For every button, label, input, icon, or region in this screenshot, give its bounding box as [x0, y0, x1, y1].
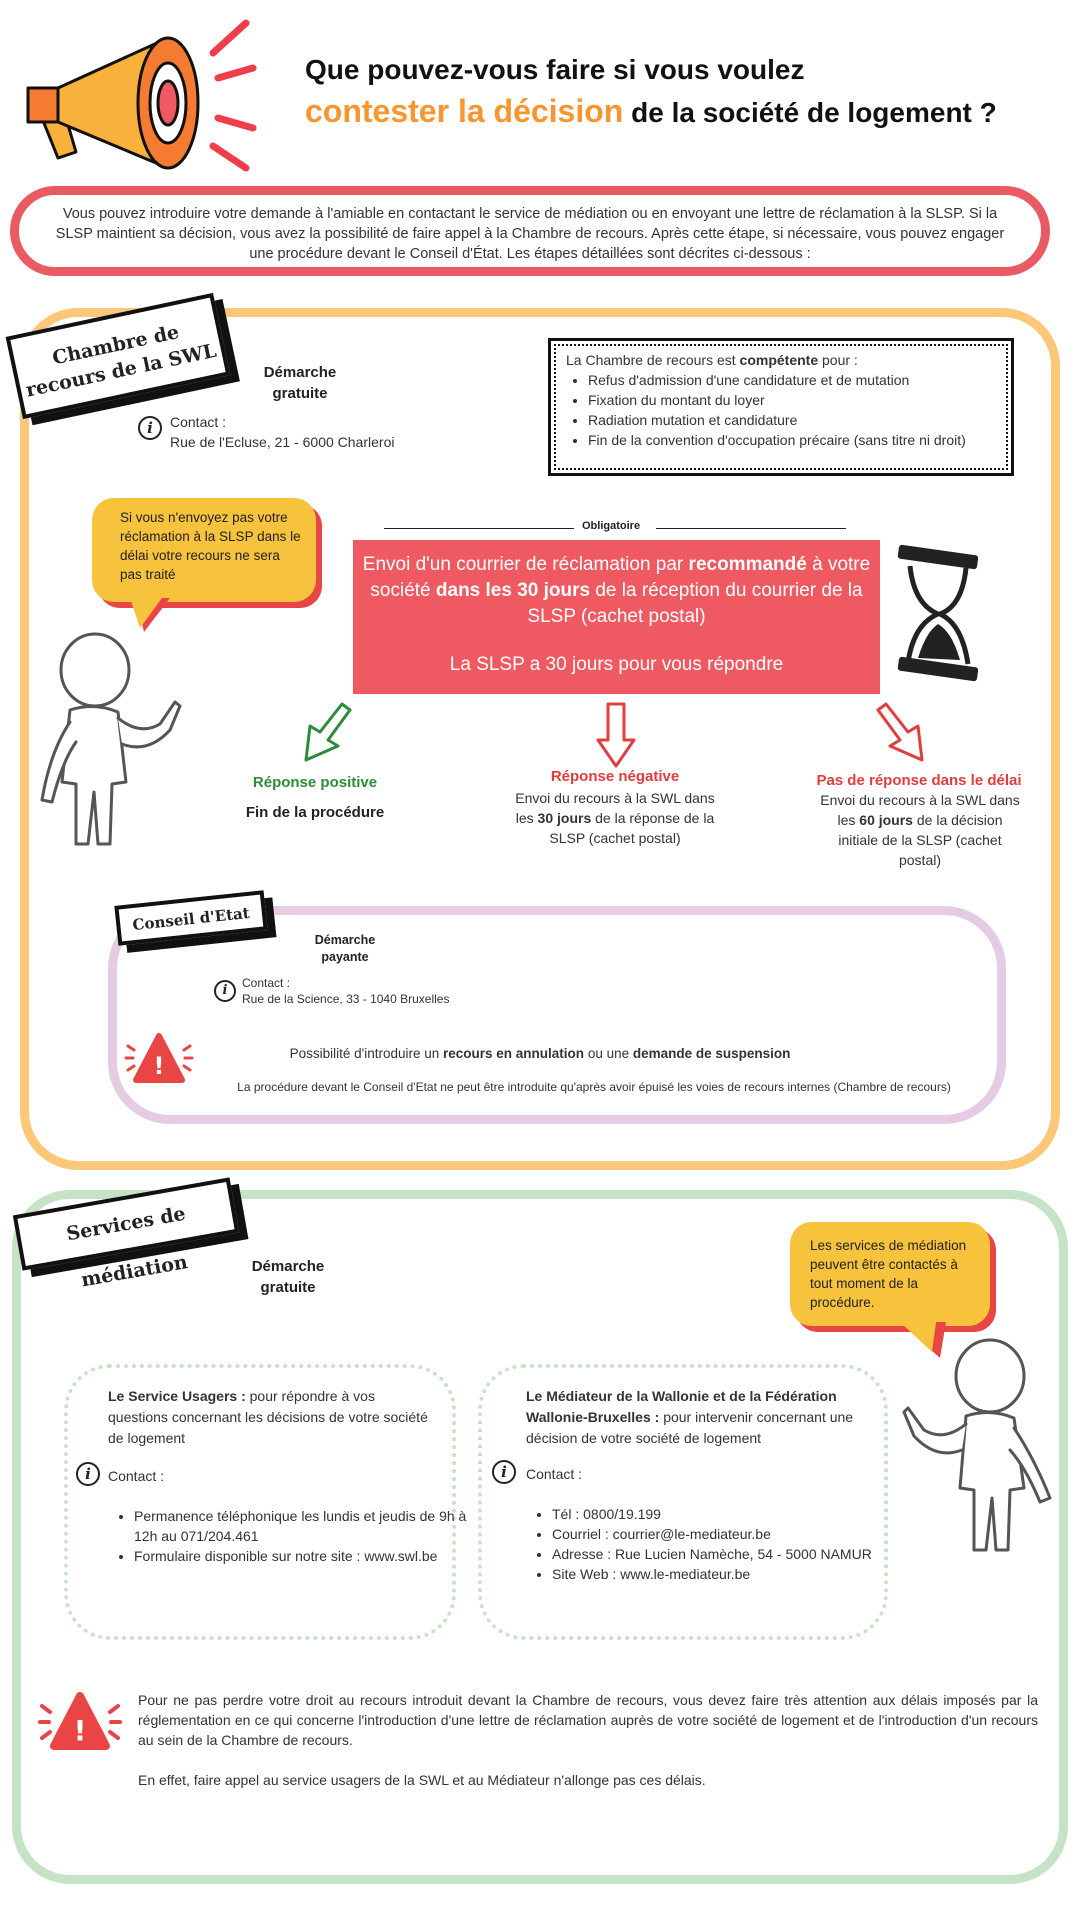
negative-b: 30 jours: [537, 810, 592, 826]
list-item: Courriel : courrier@le-mediateur.be: [552, 1524, 892, 1544]
mediateur-bold: Le Médiateur de la Wallonie et de la Féd…: [526, 1388, 837, 1425]
mediateur-card: [478, 1364, 888, 1640]
mediateur-contact-label: Contact :: [526, 1466, 583, 1482]
list-item: Formulaire disponible sur notre site : w…: [134, 1546, 474, 1566]
conseil-contact-address: Rue de la Science, 33 - 1040 Bruxelles: [242, 992, 450, 1006]
person-illustration: [40, 632, 182, 846]
info-icon: i: [214, 980, 236, 1002]
slsp-30-text: La SLSP a 30 jours pour vous répondre: [449, 654, 784, 675]
bubble-text: Si vous n'envoyez pas votre réclamation …: [120, 510, 301, 582]
arrow-down-left-icon: [304, 702, 352, 762]
noreply-b: 60 jours: [859, 812, 913, 828]
possibility-d: demande de suspension: [632, 1046, 791, 1061]
delay-warning: Pour ne pas perdre votre droit au recour…: [138, 1690, 1038, 1790]
usagers-bold: Le Service Usagers :: [108, 1388, 246, 1404]
person-illustration: [902, 1338, 1052, 1552]
mediation-bubble: Les services de médiation peuvent être c…: [790, 1222, 990, 1326]
negative-c: de la réponse de la SLSP (cachet postal): [549, 810, 715, 846]
envoi-box: Envoi d'un courrier de réclamation par r…: [353, 540, 880, 694]
usagers-heading: Le Service Usagers : pour répondre à vos…: [108, 1386, 428, 1449]
conseil-possibility: Possibilité d'introduire un recours en a…: [240, 1046, 840, 1061]
conseil-demarche: Démarche payante: [314, 933, 376, 964]
chambre-demarche: Démarche gratuite: [263, 364, 337, 402]
divider: [384, 528, 574, 529]
envoi-a: Envoi d'un courrier de réclamation par: [362, 554, 684, 575]
envoi-b: recommandé: [688, 554, 807, 575]
negative-text: Envoi du recours à la SWL dans les 30 jo…: [510, 788, 720, 848]
service-usagers-card: [64, 1364, 456, 1640]
competence-item: Refus d'admission d'une candidature et d…: [588, 370, 996, 390]
positive-title: Réponse positive: [252, 774, 378, 791]
warning-icon: !: [38, 1692, 122, 1750]
page-title-line2: contester la décision de la société de l…: [305, 93, 997, 130]
usagers-contact-list: Permanence téléphonique les lundis et je…: [112, 1506, 474, 1566]
bubble-tail: [130, 598, 170, 632]
competence-bold: compétente: [739, 352, 819, 368]
possibility-a: Possibilité d'introduire un: [289, 1046, 440, 1061]
chambre-section: [20, 308, 1060, 1170]
arrow-down-icon: [596, 702, 636, 768]
envoi-d: dans les 30 jours: [435, 580, 591, 601]
warning-glyph: !: [154, 1052, 165, 1080]
list-item: Adresse : Rue Lucien Namèche, 54 - 5000 …: [552, 1544, 892, 1564]
noreply-a: Envoi du recours à la SWL dans les: [820, 792, 1020, 828]
mediateur-text: pour intervenir concernant une décision …: [526, 1409, 854, 1446]
possibility-c: ou une: [587, 1046, 630, 1061]
noreply-c: de la décision initiale de la SLSP (cach…: [838, 812, 1003, 868]
list-item: Permanence téléphonique les lundis et je…: [134, 1506, 474, 1546]
warning-bubble: Si vous n'envoyez pas votre réclamation …: [92, 498, 316, 602]
noreply-text: Envoi du recours à la SWL dans les 60 jo…: [820, 790, 1020, 870]
list-item: Site Web : www.le-mediateur.be: [552, 1564, 892, 1584]
competence-after: pour :: [822, 352, 858, 368]
list-item: Tél : 0800/19.199: [552, 1504, 892, 1524]
competence-list: Refus d'admission d'une candidature et d…: [566, 370, 996, 450]
competence-intro: La Chambre de recours est: [566, 352, 736, 368]
possibility-b: recours en annulation: [443, 1046, 585, 1061]
competence-item: Fin de la convention d'occupation précai…: [588, 430, 996, 450]
mediation-demarche: Démarche gratuite: [251, 1258, 325, 1296]
competence-box: La Chambre de recours est compétente pou…: [548, 338, 1014, 476]
usagers-contact-label: Contact :: [108, 1468, 165, 1484]
negative-title: Réponse négative: [550, 768, 680, 785]
intro-box: Vous pouvez introduire votre demande à l…: [10, 186, 1050, 276]
warning-glyph: !: [74, 1714, 87, 1747]
positive-text: Fin de la procédure: [245, 804, 385, 821]
title-highlight: contester la décision: [305, 93, 624, 129]
envoi-text: Envoi d'un courrier de réclamation par r…: [353, 552, 880, 630]
mediation-section: [12, 1190, 1068, 1884]
chambre-contact-label: Contact :: [170, 414, 227, 430]
delay-warning-p1: Pour ne pas perdre votre droit au recour…: [138, 1692, 1038, 1748]
hourglass-icon: [897, 544, 979, 682]
megaphone-icon: [26, 19, 257, 172]
bubble-tail: [900, 1322, 946, 1358]
noreply-title: Pas de réponse dans le délai: [816, 772, 1022, 789]
negative-a: Envoi du recours à la SWL dans les: [515, 790, 715, 826]
conseil-note: La procédure devant le Conseil d'Etat ne…: [237, 1080, 951, 1094]
envoi-e: de la réception du courrier de la SLSP (…: [527, 580, 863, 627]
intro-text: Vous pouvez introduire votre demande à l…: [55, 206, 1005, 262]
info-icon: i: [138, 416, 162, 440]
competence-heading: La Chambre de recours est compétente pou…: [566, 350, 996, 370]
obligatoire-label: Obligatoire: [582, 520, 641, 532]
title-rest: de la société de logement ?: [631, 97, 997, 128]
competence-item: Radiation mutation et candidature: [588, 410, 996, 430]
mediateur-contact-list: Tél : 0800/19.199 Courriel : courrier@le…: [530, 1504, 892, 1584]
conseil-contact-label: Contact :: [242, 976, 291, 990]
info-icon: i: [492, 1460, 516, 1484]
usagers-text: pour répondre à vos questions concernant…: [108, 1388, 428, 1446]
info-icon: i: [76, 1462, 100, 1486]
arrow-down-right-icon: [876, 702, 924, 762]
envoi-c: à votre société: [370, 554, 871, 601]
mediation-bubble-text: Les services de médiation peuvent être c…: [810, 1238, 967, 1310]
delay-warning-p2: En effet, faire appel au service usagers…: [138, 1772, 706, 1788]
divider: [656, 528, 846, 529]
mediateur-heading: Le Médiateur de la Wallonie et de la Féd…: [526, 1386, 876, 1449]
competence-item: Fixation du montant du loyer: [588, 390, 996, 410]
page-title-line1: Que pouvez-vous faire si vous voulez: [305, 54, 805, 85]
conseil-section: [108, 906, 1006, 1124]
chambre-contact-address: Rue de l'Ecluse, 21 - 6000 Charleroi: [170, 434, 395, 450]
warning-icon: !: [124, 1033, 194, 1083]
